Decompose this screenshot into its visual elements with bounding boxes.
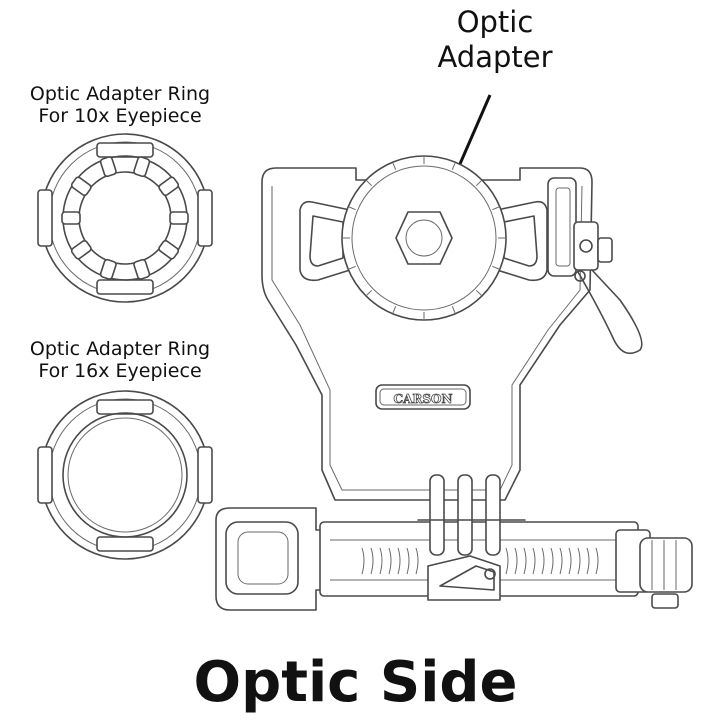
optic-adapter-label: Optic Adapter [437,5,553,74]
rail-clamp [215,474,693,611]
diagram-title: Optic Side [193,650,518,715]
ring-16x-drawing [37,390,213,560]
brand-plate-text: CARSON [394,392,453,406]
ring-10x-label: Optic Adapter Ring For 10x Eyepiece [29,83,211,128]
ring-16x-label: Optic Adapter Ring For 16x Eyepiece [29,338,211,383]
adapter-body: CARSON [261,155,643,501]
ring-10x-drawing [37,133,213,303]
